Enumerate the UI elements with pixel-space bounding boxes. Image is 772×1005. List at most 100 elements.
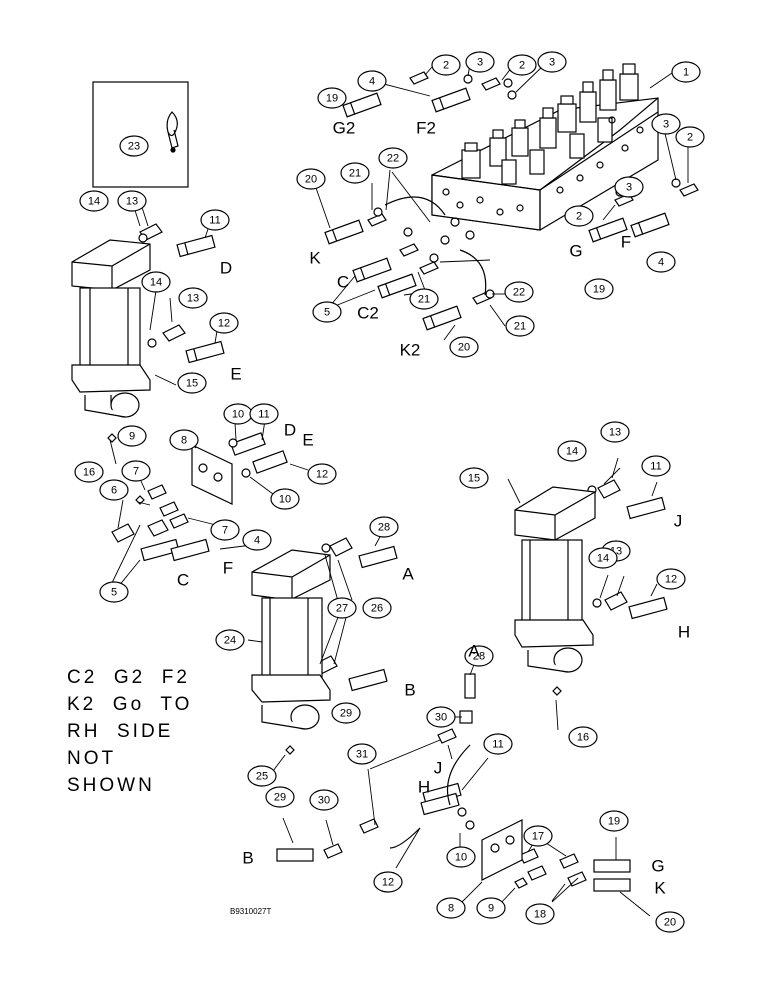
callout-c2a: 2: [431, 54, 461, 76]
callout-number: 29: [274, 792, 286, 804]
callout-number: 21: [418, 294, 430, 306]
callout-c15b: 15: [459, 467, 489, 489]
callout-c4c: 4: [242, 529, 272, 551]
callout-bubble: [369, 516, 399, 538]
callout-number: 26: [371, 603, 383, 615]
callout-number: 7: [222, 525, 228, 537]
callout-number: 9: [488, 903, 494, 915]
callout-c21a: 21: [340, 162, 370, 184]
callout-number: 12: [218, 318, 230, 330]
callout-c20b: 20: [449, 336, 479, 358]
callout-bubble: [99, 479, 129, 501]
callout-c8a: 8: [169, 429, 199, 451]
callout-c27: 27: [327, 597, 357, 619]
callout-bubble: [121, 460, 151, 482]
callout-bubble: [599, 810, 629, 832]
callout-number: 11: [650, 461, 661, 473]
callout-c8b: 8: [436, 897, 466, 919]
callout-number: 11: [209, 215, 220, 227]
callout-number: 10: [232, 409, 244, 421]
callout-bubble: [117, 190, 147, 212]
port-label-G2: G2: [333, 119, 356, 138]
callout-bubble: [655, 911, 685, 933]
callout-number: 18: [534, 909, 546, 921]
callout-bubble: [347, 743, 377, 765]
port-label-J1: J: [674, 512, 683, 531]
callout-c25: 25: [247, 765, 277, 787]
callout-number: 8: [448, 903, 454, 915]
callout-c4a: 4: [357, 70, 387, 92]
callout-bubble: [671, 61, 701, 83]
callout-number: 25: [256, 771, 268, 783]
callout-number: 19: [608, 816, 620, 828]
callout-number: 29: [340, 708, 352, 720]
callout-number: 12: [665, 574, 677, 586]
note-line-4: NOT: [67, 748, 117, 769]
callout-bubble: [641, 455, 671, 477]
callout-c21b: 21: [409, 288, 439, 310]
port-label-C3: C: [177, 571, 189, 590]
callout-c19c: 19: [599, 810, 629, 832]
callout-number: 11: [258, 409, 269, 421]
callout-bubble: [446, 846, 476, 868]
callout-number: 16: [83, 467, 95, 479]
callout-number: 27: [336, 603, 348, 615]
callout-bubble: [340, 162, 370, 184]
callout-number: 1: [683, 67, 689, 79]
callout-number: 7: [133, 466, 139, 478]
callout-number: 19: [326, 93, 338, 105]
callout-bubble: [177, 372, 207, 394]
callout-bubble: [362, 597, 392, 619]
callout-c20a: 20: [296, 168, 326, 190]
callout-bubble: [449, 336, 479, 358]
callout-number: 20: [664, 917, 676, 929]
callout-bubble: [568, 726, 598, 748]
port-label-F: F: [621, 233, 631, 252]
callout-number: 2: [576, 211, 582, 223]
callout-c15a: 15: [177, 372, 207, 394]
callout-bubble: [588, 547, 618, 569]
callout-c30a: 30: [309, 789, 339, 811]
port-label-K: K: [309, 249, 321, 268]
port-label-A2: A: [468, 642, 480, 661]
callout-bubble: [614, 176, 644, 198]
port-label-C: C: [337, 273, 349, 292]
callout-bubble: [249, 403, 279, 425]
cylinder-right-part-15: [514, 486, 596, 673]
callout-bubble: [564, 205, 594, 227]
callout-bubble: [307, 463, 337, 485]
callout-number: 10: [279, 494, 291, 506]
callout-bubble: [483, 733, 513, 755]
callout-c16a: 16: [74, 461, 104, 483]
port-label-A1: A: [402, 565, 414, 584]
callout-c18: 18: [525, 903, 555, 925]
callout-c12a: 12: [209, 312, 239, 334]
callout-c23: 23: [119, 135, 149, 157]
callout-number: 3: [549, 57, 555, 69]
callout-bubble: [465, 51, 495, 73]
callout-number: 22: [513, 287, 525, 299]
callout-c13b: 13: [178, 287, 208, 309]
callout-number: 4: [658, 257, 664, 269]
callout-c28b: 28: [464, 645, 494, 667]
clamp-part-23: [166, 111, 179, 153]
callout-bubble: [537, 51, 567, 73]
callout-number: 28: [378, 522, 390, 534]
callout-bubble: [357, 70, 387, 92]
note-line-5: SHOWN: [67, 775, 155, 796]
callout-c11b: 11: [249, 403, 279, 425]
callout-bubble: [675, 126, 705, 148]
callout-c2c: 2: [675, 126, 705, 148]
callout-c7a: 7: [121, 460, 151, 482]
callout-bubble: [378, 147, 408, 169]
callout-c14d: 14: [588, 547, 618, 569]
port-label-K3: K: [654, 879, 666, 898]
callout-c2b: 2: [507, 54, 537, 76]
callout-bubble: [312, 301, 342, 323]
port-label-B2: B: [242, 849, 253, 868]
callout-number: 21: [514, 321, 526, 333]
callout-bubble: [426, 706, 456, 728]
callout-bubble: [317, 87, 347, 109]
port-label-K2: K2: [400, 341, 421, 360]
